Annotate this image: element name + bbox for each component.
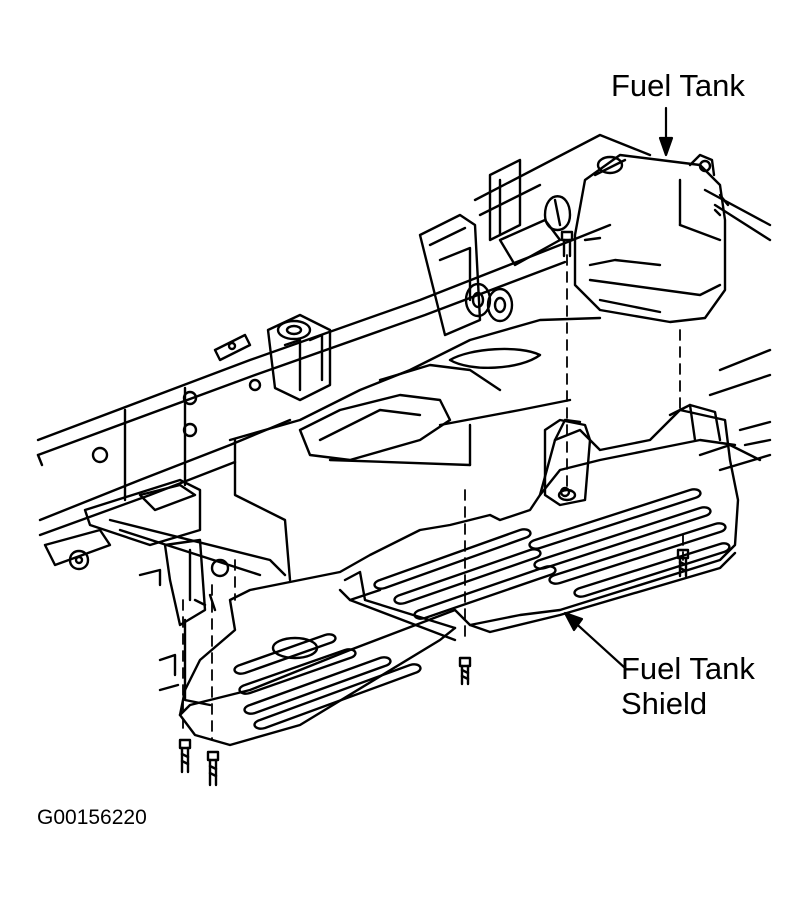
tank-top-panel xyxy=(228,316,602,582)
bolt xyxy=(458,656,472,686)
front-bracket xyxy=(43,478,287,707)
fuel-tank-shield-callout-line1: Fuel Tank xyxy=(621,651,755,686)
mount-bracket xyxy=(266,313,332,402)
bolt xyxy=(178,738,192,774)
fuel-tank-shield-callout-line2: Shield xyxy=(621,685,708,721)
fuel-tank xyxy=(573,153,730,324)
leader-arrows xyxy=(563,106,674,670)
frame-rail xyxy=(36,223,612,537)
fuel-tank-shield-callout: Fuel Tank Shield xyxy=(621,651,755,721)
fuel-tank-shield xyxy=(178,403,740,747)
bolt xyxy=(206,750,220,787)
fuel-tank-arrowhead xyxy=(658,136,674,157)
fuel-tank-callout: Fuel Tank xyxy=(611,68,745,103)
alignment-lines xyxy=(182,254,684,741)
bolt xyxy=(560,230,574,258)
frame-rail-rear xyxy=(698,188,772,472)
shield-arrowhead xyxy=(563,611,584,632)
bolt xyxy=(559,486,571,498)
figure-code: G00156220 xyxy=(37,806,147,829)
cross-member xyxy=(418,133,652,337)
shield-bolts xyxy=(178,230,690,787)
shield-leader xyxy=(568,616,627,670)
bolt xyxy=(676,548,690,578)
